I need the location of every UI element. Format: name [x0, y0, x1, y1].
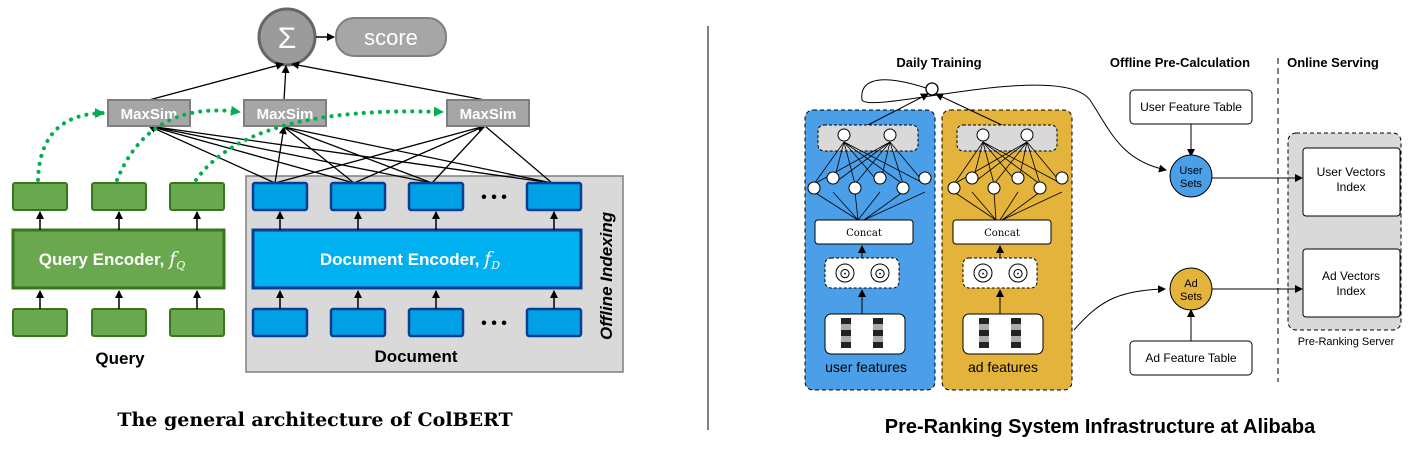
- ad-vectors-index-box: [1302, 248, 1401, 318]
- user-vectors-index-label-1: User Vectors: [1317, 165, 1386, 179]
- colbert-caption: The general architecture of ColBERT: [117, 409, 512, 431]
- doc-to-maxsim-lines: [148, 123, 553, 184]
- ad-feature-table-label: Ad Feature Table: [1145, 351, 1236, 365]
- maxsim-box: [107, 99, 191, 127]
- online-serving-header: Online Serving: [1287, 55, 1379, 70]
- maxsim2-to-sum-arrow: [281, 65, 290, 101]
- maxsim-label: MaxSim: [121, 106, 178, 123]
- query-output-embeddings: [12, 182, 225, 211]
- user-sets-node: [1169, 154, 1213, 198]
- ad-sets-label-1: Ad: [1184, 278, 1197, 290]
- query-input-embeddings: [12, 308, 225, 337]
- user-vectors-index-box: [1302, 147, 1401, 217]
- user-odot-2: ⊙: [874, 265, 886, 281]
- maxsim1-to-sum-arrow: [148, 61, 284, 101]
- query-to-maxsim-dotted-arrows: [36, 105, 445, 182]
- alibaba-caption: Pre-Ranking System Infrastructure at Ali…: [885, 416, 1316, 438]
- ad-concat-label: Concat: [984, 228, 1020, 239]
- user-sets-label-2: Sets: [1180, 178, 1203, 190]
- score-box: [335, 17, 447, 57]
- query-arrows: [36, 211, 201, 309]
- ad-features-label: ad features: [968, 359, 1038, 375]
- pre-ranking-server-label: Pre-Ranking Server: [1298, 336, 1395, 348]
- document-arrows: [276, 211, 558, 309]
- offline-indexing-label: Offline Indexing: [597, 211, 616, 340]
- document-encoder-label: Document Encoder, fD: [320, 248, 500, 272]
- document-encoder-box: [251, 228, 583, 290]
- maxsim-box: [243, 99, 327, 127]
- query-encoder-box: [11, 228, 226, 290]
- training-to-user-sets-curve: [861, 79, 1167, 173]
- ad-sets-label-2: Sets: [1180, 291, 1203, 303]
- user-features-label: user features: [825, 359, 907, 375]
- ad-odot-2: ⊙: [1012, 265, 1024, 281]
- user-sets-label-1: User: [1179, 165, 1203, 177]
- ad-vectors-index-label-1: Ad Vectors: [1322, 269, 1380, 283]
- user-vector-to-score: [865, 93, 929, 127]
- ad-tower-to-ad-sets-curve: [1073, 285, 1166, 331]
- user-odot-1: ⊙: [839, 265, 851, 281]
- document-input-embeddings: [251, 307, 583, 338]
- daily-training-header: Daily Training: [896, 55, 981, 70]
- document-output-embeddings: [251, 181, 583, 212]
- user-tower-network: Concat ⊙ ⊙ user features: [807, 124, 932, 375]
- ad-vector-to-score: [935, 93, 1005, 127]
- ad-tower-network: Concat ⊙ ⊙ ad features: [947, 124, 1069, 375]
- colbert-diagram: Offline Indexing Document Query Σ score: [11, 7, 624, 431]
- offline-precalc-header: Offline Pre-Calculation: [1110, 55, 1250, 70]
- user-concat-label: Concat: [846, 228, 882, 239]
- maxsim-box: [446, 99, 530, 127]
- alibaba-diagram: Daily Training Offline Pre-Calculation O…: [804, 55, 1402, 438]
- query-encoder-label: Query Encoder, fQ: [39, 248, 185, 272]
- doc-output-ellipsis: • • •: [481, 189, 507, 206]
- maxsim3-to-sum-arrow: [291, 61, 486, 101]
- user-vectors-index-label-2: Index: [1336, 180, 1365, 194]
- maxsim-label: MaxSim: [257, 106, 314, 123]
- score-output-node: [925, 82, 939, 96]
- ad-odot-1: ⊙: [977, 265, 989, 281]
- user-feature-table-label: User Feature Table: [1140, 100, 1242, 114]
- sigma-node: [257, 7, 317, 67]
- query-label: Query: [95, 349, 145, 368]
- doc-input-ellipsis: • • •: [481, 315, 507, 332]
- ad-vectors-index-label-2: Index: [1336, 284, 1365, 298]
- maxsim-boxes: MaxSim MaxSim MaxSim: [107, 99, 530, 127]
- score-label: score: [364, 25, 418, 50]
- sigma-symbol: Σ: [278, 22, 297, 55]
- document-label: Document: [374, 347, 457, 366]
- maxsim-label: MaxSim: [460, 106, 517, 123]
